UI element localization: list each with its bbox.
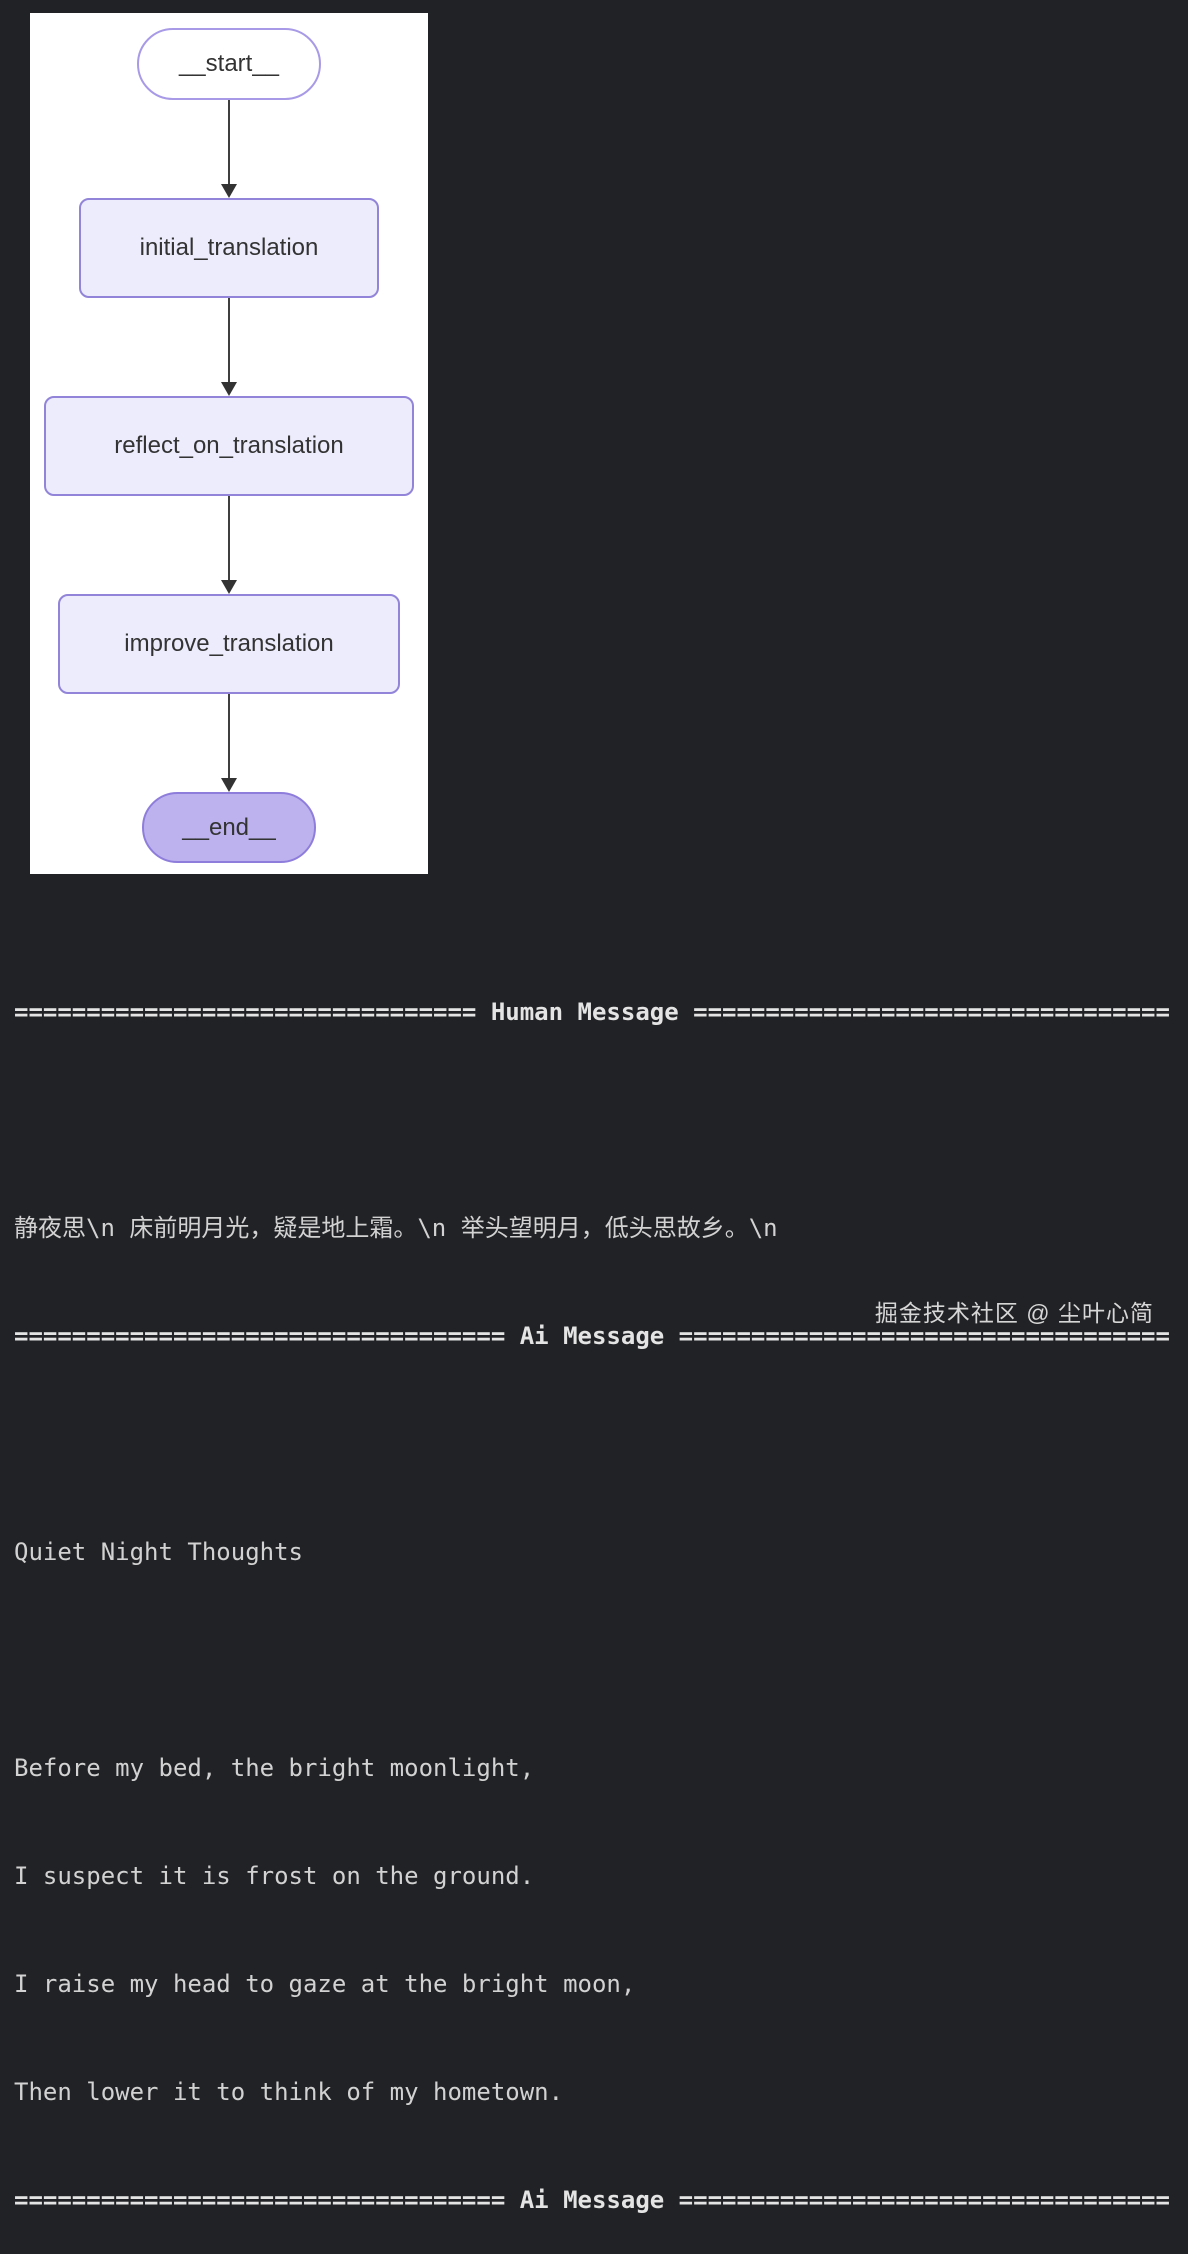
- node-improve-translation: improve_translation: [58, 594, 400, 694]
- human-message-text: 静夜思\n 床前明月光，疑是地上霜。\n 举头望明月，低头思故乡。\n: [14, 1214, 778, 1242]
- watermark: 掘金技术社区 @ 尘叶心简: [874, 1300, 1154, 1326]
- node-start: __start__: [137, 28, 321, 100]
- blank-line: [14, 1426, 1170, 1462]
- arrowhead-icon: [221, 184, 237, 198]
- blank-line: [14, 1642, 1170, 1678]
- poem-line-4: Then lower it to think of my hometown.: [14, 2078, 564, 2106]
- poem-line-2: I suspect it is frost on the ground.: [14, 1862, 535, 1890]
- arrowhead-icon: [221, 580, 237, 594]
- human-message-separator: ================================ Human M…: [14, 998, 1170, 1026]
- blank-line: [14, 1102, 1170, 1138]
- node-reflect-on-translation: reflect_on_translation: [44, 396, 414, 496]
- node-end: __end__: [142, 792, 316, 863]
- poem-title: Quiet Night Thoughts: [14, 1538, 303, 1566]
- ai-message-separator-2: ================================== Ai Me…: [14, 2186, 1170, 2214]
- node-initial-translation: initial_translation: [79, 198, 379, 298]
- edge-initial-to-reflect: [221, 298, 237, 396]
- arrowhead-icon: [221, 778, 237, 792]
- edge-line: [228, 496, 230, 581]
- edge-improve-to-end: [221, 694, 237, 792]
- edge-line: [228, 298, 230, 383]
- edge-reflect-to-improve: [221, 496, 237, 594]
- poem-line-1: Before my bed, the bright moonlight,: [14, 1754, 535, 1782]
- ai-message-separator: ================================== Ai Me…: [14, 1322, 1170, 1350]
- edge-start-to-initial: [221, 100, 237, 198]
- edge-line: [228, 100, 230, 185]
- poem-line-3: I raise my head to gaze at the bright mo…: [14, 1970, 636, 1998]
- arrowhead-icon: [221, 382, 237, 396]
- terminal-output: ================================ Human M…: [14, 922, 1170, 2254]
- flowchart-panel: __start__ initial_translation reflect_on…: [30, 13, 428, 874]
- edge-line: [228, 694, 230, 779]
